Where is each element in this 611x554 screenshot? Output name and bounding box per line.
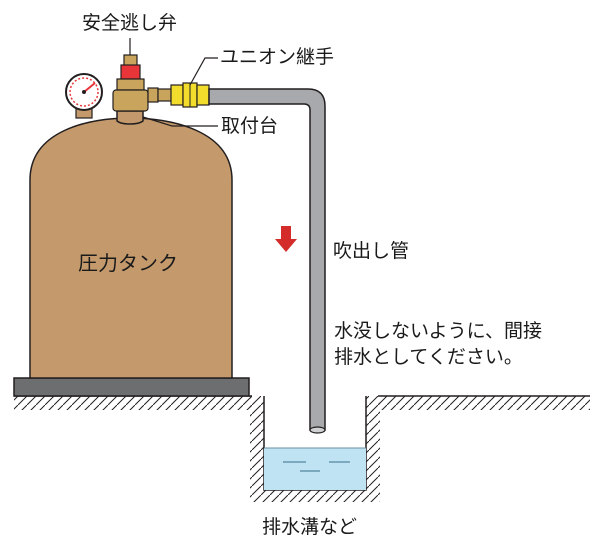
union-joint xyxy=(170,82,210,108)
label-note-line2: 排水としてください。 xyxy=(334,346,523,368)
leader-lines xyxy=(129,38,218,127)
label-note-line1: 水没しないように、間接 xyxy=(334,320,543,342)
down-arrow-icon xyxy=(275,226,297,252)
label-mount-base: 取付台 xyxy=(221,115,279,137)
pressure-gauge-icon xyxy=(65,73,103,119)
label-pressure-tank: 圧力タンク xyxy=(78,251,178,275)
label-drain-ditch: 排水溝など xyxy=(262,516,358,538)
safety-valve xyxy=(112,54,173,112)
label-safety-valve: 安全逃し弁 xyxy=(82,12,178,34)
drain-water xyxy=(264,448,366,490)
pressure-tank xyxy=(29,117,233,379)
mount-base xyxy=(116,110,144,125)
ground xyxy=(14,395,590,410)
drain-ditch xyxy=(250,396,380,502)
label-discharge-pipe: 吹出し管 xyxy=(333,240,410,262)
tank-base xyxy=(13,377,250,397)
label-union-joint: ユニオン継手 xyxy=(220,46,335,68)
